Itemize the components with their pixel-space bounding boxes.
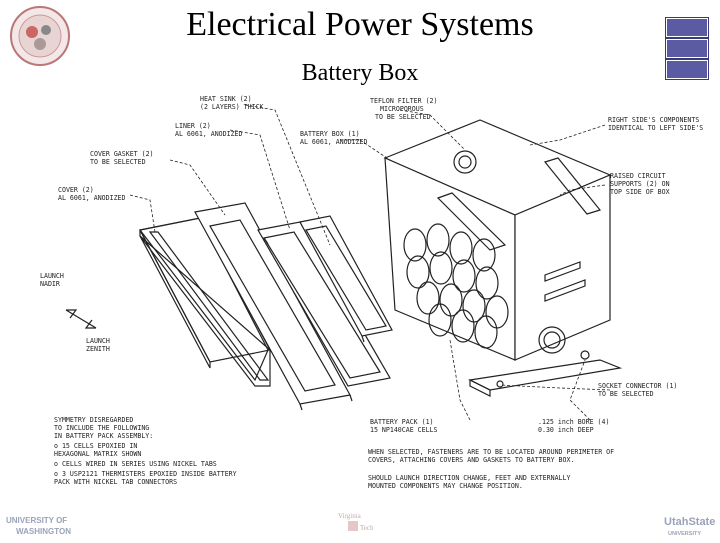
slide-nav <box>666 18 708 81</box>
liner <box>257 221 391 387</box>
svg-text:UtahState: UtahState <box>664 516 715 528</box>
heat-sink <box>299 215 393 343</box>
nav-button-3[interactable] <box>666 60 708 79</box>
seal-logo-icon <box>8 4 72 68</box>
label-launch-direction: SHOULD LAUNCH DIRECTION CHANGE, FEET AND… <box>368 474 570 490</box>
battery-box <box>383 119 623 397</box>
label-battery-box: BATTERY BOX (1)AL 6061, ANODIZED <box>300 130 368 146</box>
label-cover: COVER (2)AL 6061, ANODIZED <box>58 186 126 202</box>
page-subtitle: Battery Box <box>301 60 419 86</box>
page-title: Electrical Power Systems <box>186 6 534 43</box>
label-socket-connector: SOCKET CONNECTOR (1)TO BE SELECTED <box>598 382 677 398</box>
label-bore: .125 inch BORE (4)0.30 inch DEEP <box>538 418 609 434</box>
svg-text:Virginia: Virginia <box>338 512 362 520</box>
university-of-washington-logo: UNIVERSITY OF WASHINGTON <box>6 514 96 538</box>
svg-text:UNIVERSITY: UNIVERSITY <box>668 531 701 537</box>
exploded-view-drawing: HEAT SINK (2)(2 LAYERS) THICK LINER (2)A… <box>40 95 703 490</box>
battery-box-diagram: HEAT SINK (2)(2 LAYERS) THICK LINER (2)A… <box>0 88 720 508</box>
label-cover-gasket: COVER GASKET (2)TO BE SELECTED <box>90 150 154 166</box>
label-symmetry: SYMMETRY DISREGARDED TO INCLUDE THE FOLL… <box>54 416 241 486</box>
nav-button-1[interactable] <box>666 18 708 37</box>
leader-lines <box>129 104 611 421</box>
svg-text:WASHINGTON: WASHINGTON <box>16 527 71 536</box>
label-battery-pack: BATTERY PACK (1)15 NP140CAE CELLS <box>370 418 438 434</box>
utah-state-logo: UtahState UNIVERSITY <box>664 514 716 538</box>
nav-button-2[interactable] <box>666 39 708 58</box>
label-liner: LINER (2)AL 6061, ANODIZED <box>175 122 243 138</box>
battery-pack-cells <box>403 223 509 349</box>
svg-text:UNIVERSITY OF: UNIVERSITY OF <box>6 516 67 525</box>
cover-gasket <box>194 202 353 411</box>
double-arrow-icon <box>65 309 97 329</box>
virginia-tech-logo: Virginia Tech <box>336 508 386 534</box>
svg-text:Tech: Tech <box>360 524 374 532</box>
label-fasteners: WHEN SELECTED, FASTENERS ARE TO BE LOCAT… <box>368 448 614 464</box>
label-heat-sink: HEAT SINK (2)(2 LAYERS) THICK <box>200 95 264 111</box>
